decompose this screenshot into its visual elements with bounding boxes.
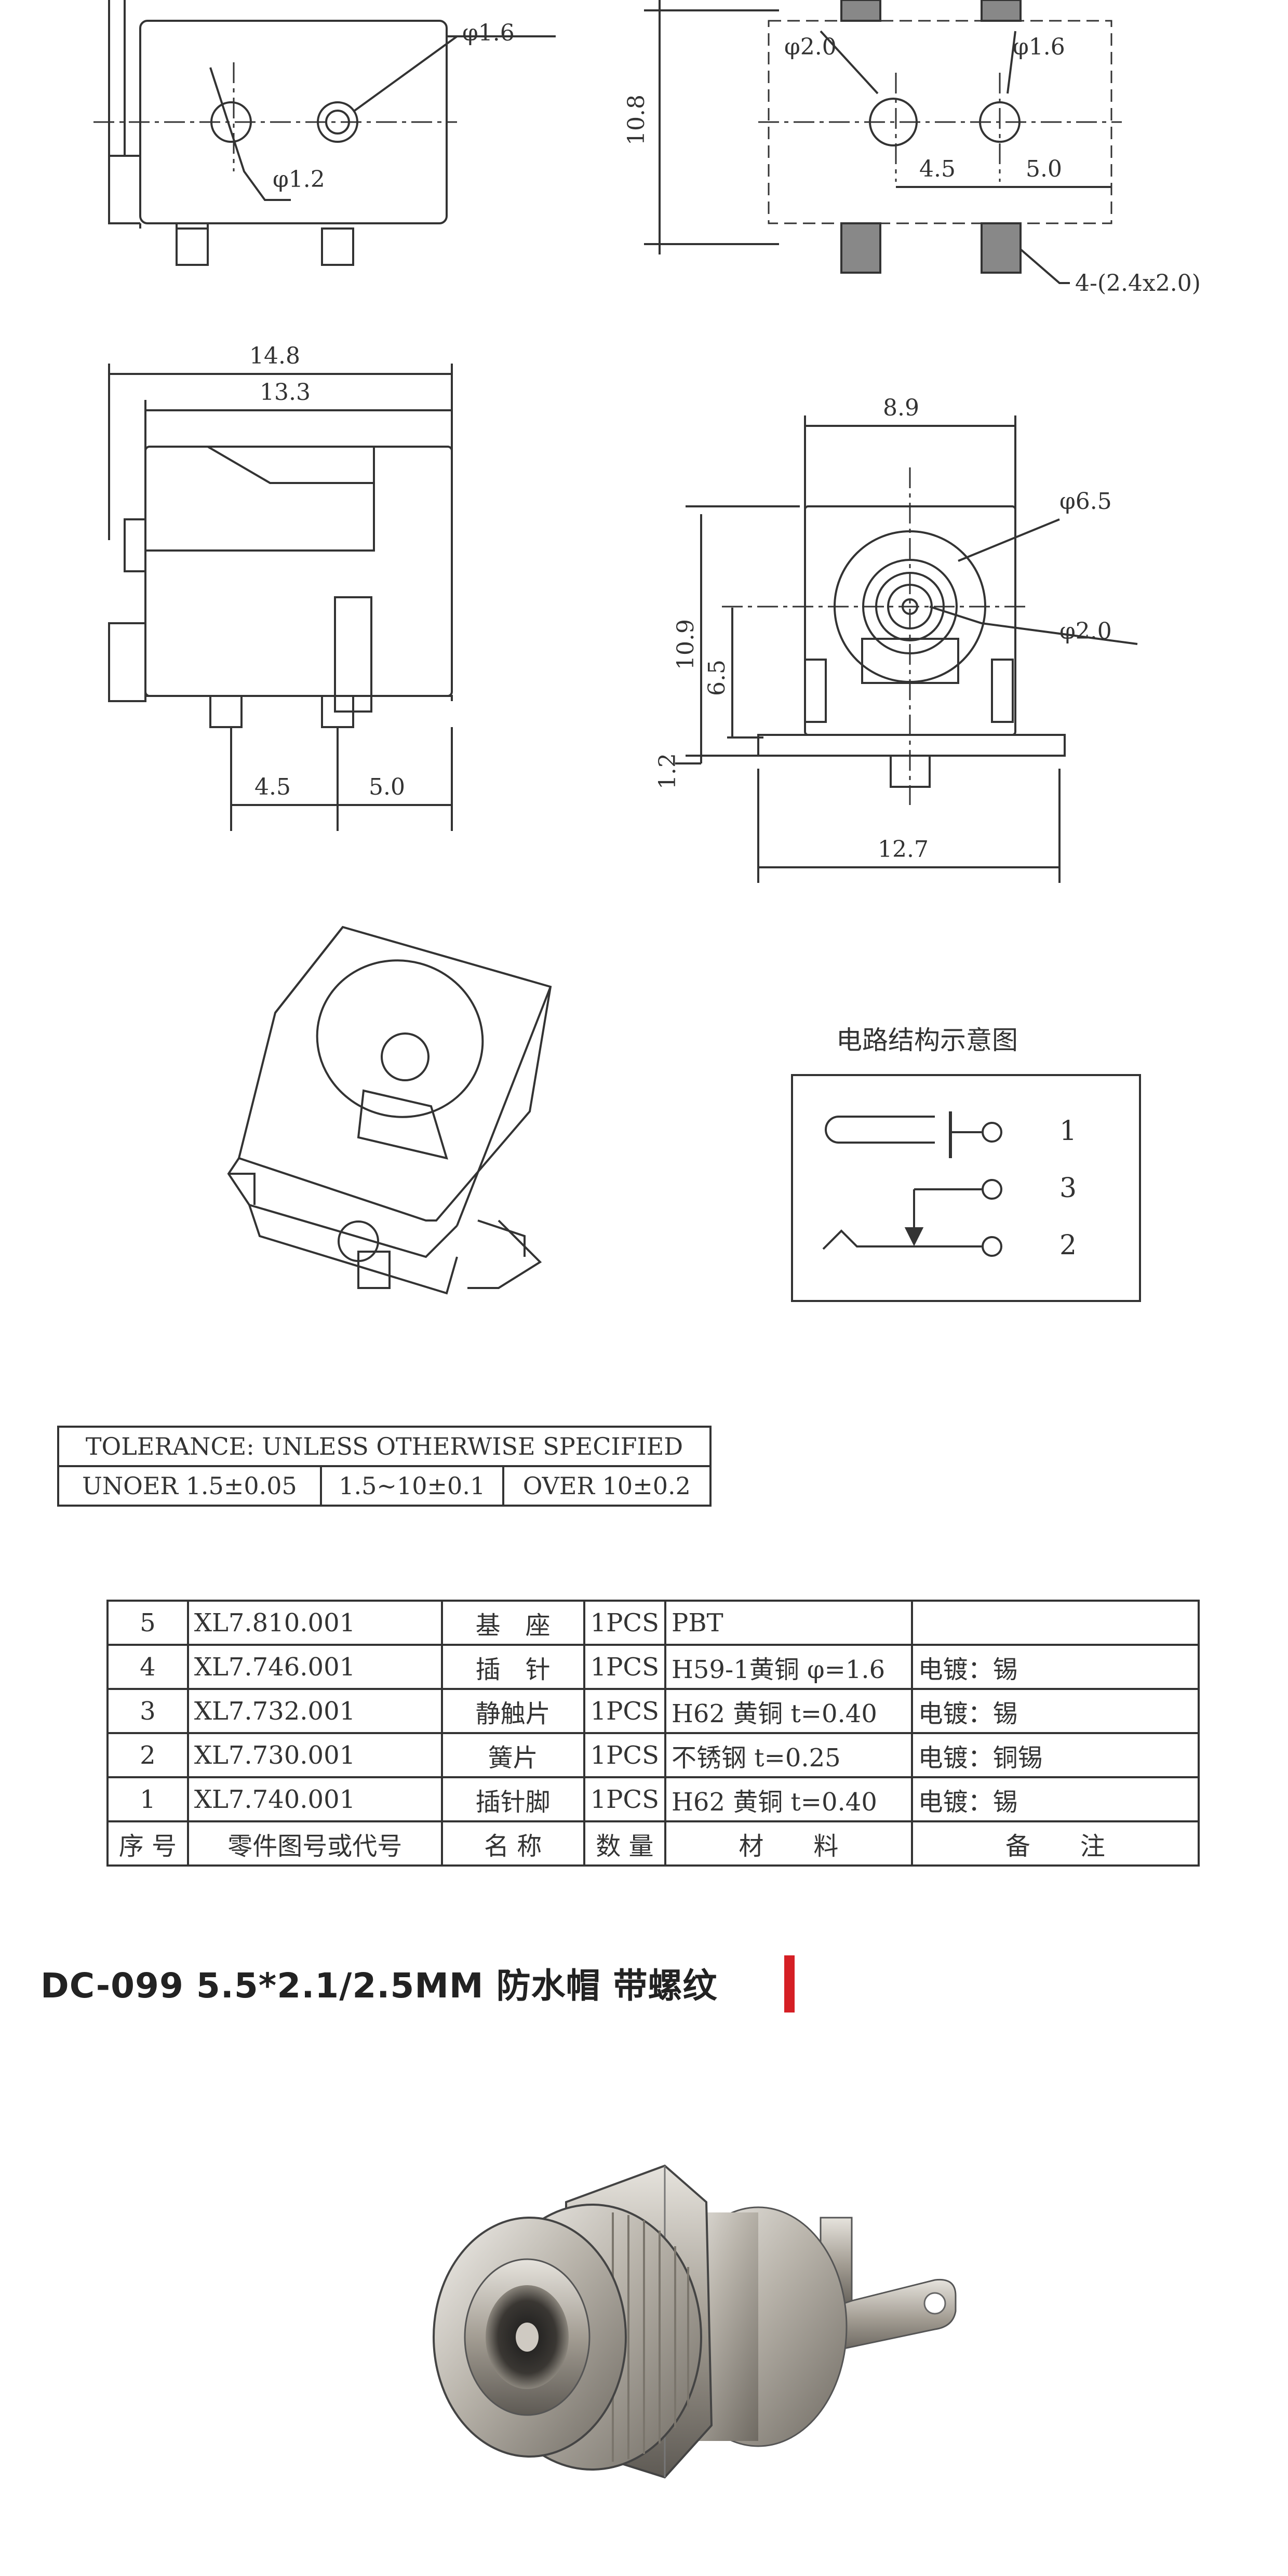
part-no: 3 — [106, 1688, 189, 1734]
part-no: 5 — [106, 1600, 189, 1646]
tolerance-cell: UNOER 1.5±0.05 — [57, 1465, 322, 1507]
schematic-title: 电路结构示意图 — [836, 1025, 1018, 1055]
product-title: DC-099 5.5*2.1/2.5MM 防水帽 带螺纹 — [41, 1966, 718, 2006]
dim-top-right-a: 4.5 — [919, 156, 956, 182]
dim-top-right-height: 10.8 — [623, 95, 650, 145]
dim-top-right-phi-left: φ2.0 — [784, 34, 837, 60]
dim-top-right-b: 5.0 — [1026, 156, 1062, 182]
top-left-view — [93, 0, 556, 266]
dim-side-a: 4.5 — [254, 774, 291, 800]
table-row: 2 XL7.730.001 簧片 1PCS 不锈钢 t=0.25 电镀：铜锡 — [106, 1732, 1200, 1778]
top-right-view — [644, 0, 1122, 284]
schematic-pin-1: 1 — [1059, 1116, 1077, 1147]
part-name: 基 座 — [440, 1600, 585, 1646]
part-name: 插 针 — [440, 1644, 585, 1690]
circuit-schematic — [791, 1074, 1141, 1302]
table-row: 5 XL7.810.001 基 座 1PCS PBT — [106, 1600, 1200, 1646]
part-material: H62 黄铜 t=0.40 — [664, 1688, 913, 1734]
header-material: 材 料 — [664, 1820, 913, 1867]
part-code: XL7.746.001 — [186, 1644, 443, 1690]
part-no: 2 — [106, 1732, 189, 1778]
part-code: XL7.810.001 — [186, 1600, 443, 1646]
table-header-row: 序 号 零件图号或代号 名 称 数 量 材 料 备 注 — [106, 1820, 1200, 1867]
part-note — [910, 1600, 1200, 1646]
dim-front-base: 1.2 — [654, 753, 681, 789]
schematic-pin-2: 2 — [1059, 1230, 1077, 1261]
dim-front-height: 10.9 — [673, 619, 699, 670]
part-no: 4 — [106, 1644, 189, 1690]
dim-front-bottom: 12.7 — [878, 836, 929, 863]
schematic-pin-3: 3 — [1059, 1173, 1077, 1204]
header-name: 名 称 — [440, 1820, 585, 1867]
parts-table: 5 XL7.810.001 基 座 1PCS PBT 4 XL7.746.001… — [106, 1600, 1200, 1867]
part-no: 1 — [106, 1776, 189, 1822]
dim-side-outer: 14.8 — [249, 343, 300, 369]
side-view — [108, 364, 453, 831]
part-material: H59-1黄铜 φ=1.6 — [664, 1644, 913, 1690]
part-note: 电镀：铜锡 — [910, 1732, 1200, 1778]
part-qty: 1PCS — [583, 1644, 667, 1690]
front-view — [675, 415, 1138, 883]
table-row: 1 XL7.740.001 插针脚 1PCS H62 黄铜 t=0.40 电镀：… — [106, 1776, 1200, 1822]
header-code: 零件图号或代号 — [186, 1820, 443, 1867]
table-row: 3 XL7.732.001 静触片 1PCS H62 黄铜 t=0.40 电镀：… — [106, 1688, 1200, 1734]
part-code: XL7.732.001 — [186, 1688, 443, 1734]
tolerance-cell: 1.5~10±0.1 — [319, 1465, 504, 1507]
isometric-view — [227, 925, 552, 1295]
tolerance-table: TOLERANCE: UNLESS OTHERWISE SPECIFIED UN… — [57, 1426, 712, 1507]
dim-front-phi-inner: φ2.0 — [1059, 618, 1112, 645]
dim-pads: 4-(2.4x2.0) — [1075, 270, 1201, 297]
part-name: 插针脚 — [440, 1776, 585, 1822]
part-material: H62 黄铜 t=0.40 — [664, 1776, 913, 1822]
dim-front-phi-outer: φ6.5 — [1059, 488, 1112, 515]
tolerance-header: TOLERANCE: UNLESS OTHERWISE SPECIFIED — [57, 1426, 712, 1467]
part-qty: 1PCS — [583, 1600, 667, 1646]
part-material: PBT — [664, 1600, 913, 1646]
technical-drawing: φ1.6 φ1.2 10.8 φ2.0 φ1.6 4.5 5.0 4-(2.4x… — [93, 0, 1201, 1302]
part-code: XL7.730.001 — [186, 1732, 443, 1778]
header-note: 备 注 — [910, 1820, 1200, 1867]
part-qty: 1PCS — [583, 1732, 667, 1778]
dim-front-top: 8.9 — [883, 395, 919, 421]
tolerance-cell: OVER 10±0.2 — [502, 1465, 712, 1507]
part-code: XL7.740.001 — [186, 1776, 443, 1822]
header-no: 序 号 — [106, 1820, 189, 1867]
dim-top-right-phi-right: φ1.6 — [1013, 34, 1065, 60]
dim-front-center: 6.5 — [704, 660, 730, 696]
part-name: 静触片 — [440, 1688, 585, 1734]
part-qty: 1PCS — [583, 1688, 667, 1734]
header-qty: 数 量 — [583, 1820, 667, 1867]
part-note: 电镀：锡 — [910, 1688, 1200, 1734]
part-note: 电镀：锡 — [910, 1776, 1200, 1822]
dim-top-left-phi-inner: φ1.2 — [273, 166, 325, 193]
part-name: 簧片 — [440, 1732, 585, 1778]
part-material: 不锈钢 t=0.25 — [664, 1732, 913, 1778]
part-qty: 1PCS — [583, 1776, 667, 1822]
title-accent-bar — [784, 1955, 795, 2013]
table-row: 4 XL7.746.001 插 针 1PCS H59-1黄铜 φ=1.6 电镀：… — [106, 1644, 1200, 1690]
dim-side-inner: 13.3 — [260, 379, 311, 406]
dim-top-left-phi-outer: φ1.6 — [462, 20, 515, 46]
part-note: 电镀：锡 — [910, 1644, 1200, 1690]
dim-side-b: 5.0 — [369, 774, 405, 800]
product-photo — [433, 2164, 957, 2479]
